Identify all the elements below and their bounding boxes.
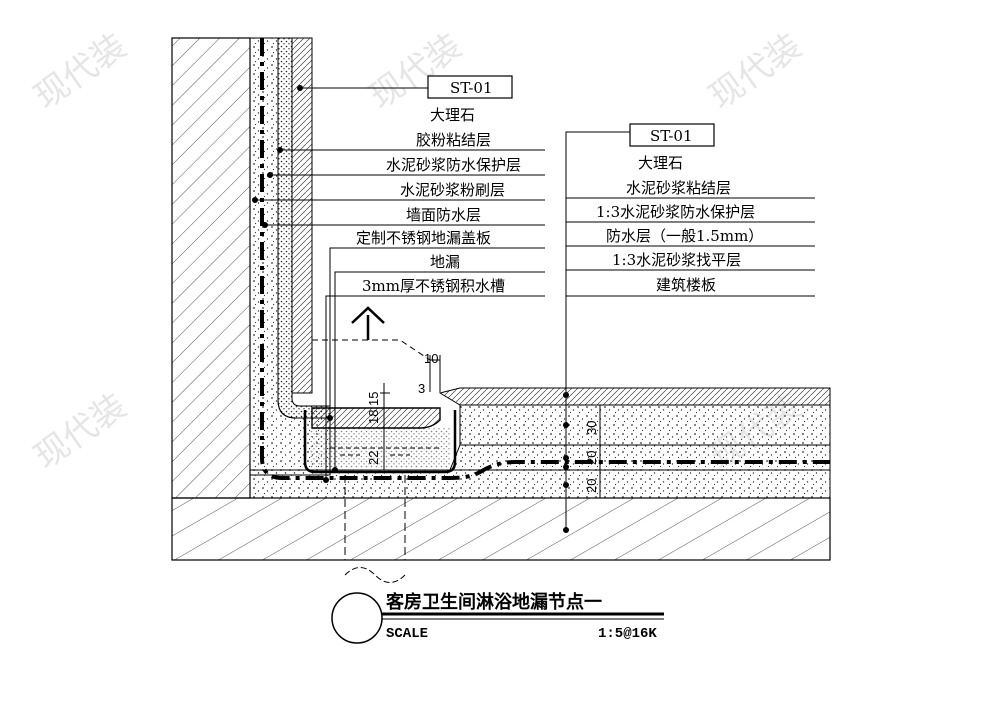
dim-22: 22 bbox=[366, 451, 381, 465]
bedding-mortar bbox=[459, 404, 831, 446]
dim-30: 30 bbox=[584, 421, 599, 435]
left-callout-leaders bbox=[255, 87, 545, 480]
drain-cover bbox=[311, 407, 441, 429]
left-layer-7: 3mm厚不锈钢积水槽 bbox=[362, 277, 505, 295]
watermark: 现代装 bbox=[27, 386, 133, 477]
left-layer-5: 定制不锈钢地漏盖板 bbox=[356, 229, 491, 247]
section-symbol bbox=[331, 592, 383, 644]
left-layer-0: 大理石 bbox=[430, 106, 475, 124]
drain-pipe-break bbox=[344, 567, 406, 583]
right-layer-1: 水泥砂浆粘结层 bbox=[626, 179, 731, 197]
dimension-lines bbox=[380, 355, 605, 499]
drain-grate bbox=[330, 447, 440, 456]
right-layer-0: 大理石 bbox=[638, 154, 683, 172]
dim-15: 15 bbox=[366, 392, 381, 406]
arrow-up-icon bbox=[351, 306, 385, 340]
dim-10: 10 bbox=[424, 351, 438, 366]
dim-20-b: 20 bbox=[584, 479, 599, 493]
left-layer-3: 水泥砂浆粉刷层 bbox=[400, 181, 505, 199]
left-tag-box bbox=[427, 75, 513, 99]
leveling-layer bbox=[249, 469, 831, 499]
watermark: 现代装 bbox=[702, 26, 808, 117]
waterproof-membrane bbox=[260, 38, 830, 480]
dim-18: 18 bbox=[366, 410, 381, 424]
left-callout-dots bbox=[252, 85, 338, 483]
watermark: 现代装 bbox=[27, 26, 133, 117]
wall-marble bbox=[291, 37, 313, 394]
scale-value: 1:5@16K bbox=[598, 626, 657, 642]
structural-wall bbox=[171, 37, 251, 499]
left-layer-4: 墙面防水层 bbox=[406, 206, 481, 224]
scale-label: SCALE bbox=[386, 626, 428, 642]
right-callout-leaders bbox=[565, 131, 815, 395]
watermark: 现代装 bbox=[362, 26, 468, 117]
drain-channel bbox=[303, 410, 457, 474]
right-layer-2: 1:3水泥砂浆防水保护层 bbox=[596, 203, 755, 221]
right-layer-4: 1:3水泥砂浆找平层 bbox=[612, 251, 741, 269]
dim-3: 3 bbox=[418, 381, 425, 396]
drawing-title: 客房卫生间淋浴地漏节点一 bbox=[386, 591, 602, 613]
dim-20-a: 20 bbox=[584, 451, 599, 465]
left-layer-1: 胶粉粘结层 bbox=[416, 131, 491, 149]
right-layer-5: 建筑楼板 bbox=[656, 276, 716, 294]
protective-layer bbox=[449, 444, 831, 471]
right-layer-3: 防水层（一般1.5mm） bbox=[606, 227, 763, 245]
left-layer-6: 地漏 bbox=[430, 253, 460, 271]
floor-slab bbox=[171, 497, 831, 561]
left-tag: ST-01 bbox=[450, 79, 493, 97]
right-tag: ST-01 bbox=[650, 127, 693, 145]
floor-drain bbox=[344, 475, 406, 560]
floor-marble bbox=[438, 387, 831, 406]
left-layer-2: 水泥砂浆防水保护层 bbox=[386, 156, 521, 174]
right-tag-box bbox=[629, 123, 715, 147]
